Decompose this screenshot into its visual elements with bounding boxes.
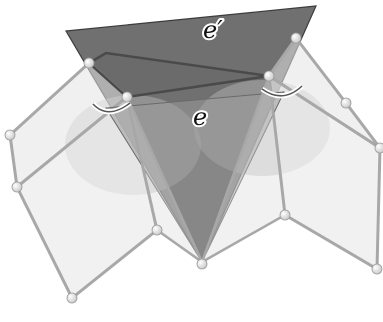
rotation-arrow-left-dark <box>92 102 131 113</box>
rotation-arrow-right-dark <box>261 85 303 97</box>
label-e-halo: e <box>193 103 207 131</box>
vertex <box>340 97 352 109</box>
vertex <box>4 129 16 141</box>
vertex <box>83 57 95 69</box>
vertex <box>374 142 383 154</box>
vertex <box>279 209 291 221</box>
label-e-prime: e′ <box>203 16 223 44</box>
vertex <box>371 263 383 275</box>
vertex <box>290 32 302 44</box>
vertex <box>196 258 208 270</box>
panel-center-left <box>125 96 206 266</box>
label-e-prime-halo: e′ <box>203 16 223 44</box>
triangle-front <box>105 91 285 264</box>
vertex <box>66 292 78 304</box>
vertex <box>11 181 23 193</box>
label-e: e <box>193 103 207 131</box>
vertex <box>121 91 133 103</box>
vertex <box>151 224 163 236</box>
vertex <box>263 70 275 82</box>
panel-center-right <box>199 75 287 265</box>
